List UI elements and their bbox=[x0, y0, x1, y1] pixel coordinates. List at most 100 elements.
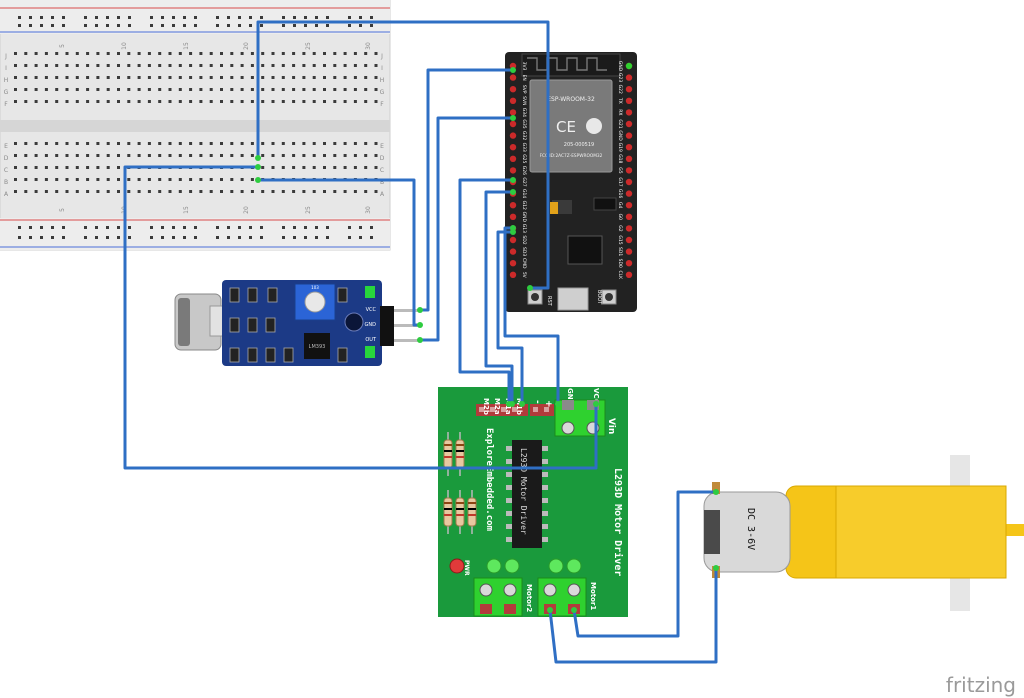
motor2-socket-b[interactable] bbox=[504, 604, 516, 614]
rail-hole[interactable] bbox=[95, 226, 98, 229]
rail-hole[interactable] bbox=[62, 236, 65, 239]
breadboard-hole[interactable] bbox=[178, 178, 182, 181]
rail-hole[interactable] bbox=[326, 16, 329, 19]
breadboard-hole[interactable] bbox=[323, 100, 326, 103]
breadboard-hole[interactable] bbox=[86, 76, 90, 79]
rail-hole[interactable] bbox=[249, 236, 252, 239]
rail-hole[interactable] bbox=[172, 16, 175, 19]
rail-hole[interactable] bbox=[29, 226, 32, 229]
breadboard-hole[interactable] bbox=[261, 52, 265, 55]
breadboard-hole[interactable] bbox=[34, 88, 38, 91]
breadboard-hole[interactable] bbox=[168, 88, 172, 91]
breadboard-hole[interactable] bbox=[230, 178, 234, 181]
breadboard-hole[interactable] bbox=[106, 154, 110, 157]
wire-esp-to-driver-m1b[interactable] bbox=[496, 230, 524, 406]
driver-header-pin[interactable] bbox=[544, 407, 549, 412]
breadboard-hole[interactable] bbox=[86, 166, 90, 169]
breadboard-hole[interactable] bbox=[75, 154, 79, 157]
rail-hole[interactable] bbox=[150, 226, 153, 229]
breadboard-hole[interactable] bbox=[44, 142, 48, 145]
wire-endpoint[interactable] bbox=[417, 322, 423, 328]
breadboard-hole[interactable] bbox=[137, 76, 141, 79]
breadboard-hole[interactable] bbox=[209, 154, 213, 157]
breadboard-hole[interactable] bbox=[199, 88, 203, 91]
breadboard-hole[interactable] bbox=[199, 190, 203, 193]
breadboard-hole[interactable] bbox=[281, 100, 285, 103]
breadboard-hole[interactable] bbox=[240, 154, 244, 157]
rail-hole[interactable] bbox=[282, 24, 285, 27]
rail-hole[interactable] bbox=[172, 24, 175, 27]
driver-header-pin[interactable] bbox=[512, 407, 517, 412]
wire-endpoint[interactable] bbox=[255, 155, 261, 161]
breadboard-hole[interactable] bbox=[312, 64, 316, 67]
breadboard-hole[interactable] bbox=[137, 154, 141, 157]
esp-pin-g21[interactable] bbox=[625, 120, 633, 128]
rail-hole[interactable] bbox=[29, 236, 32, 239]
breadboard-hole[interactable] bbox=[86, 154, 90, 157]
breadboard-hole[interactable] bbox=[158, 64, 162, 67]
esp-pin-g0[interactable] bbox=[625, 213, 633, 220]
breadboard-hole[interactable] bbox=[14, 76, 17, 79]
breadboard-hole[interactable] bbox=[96, 88, 100, 91]
breadboard-hole[interactable] bbox=[168, 100, 172, 103]
wire-endpoint[interactable] bbox=[527, 285, 533, 291]
esp-pin-g25[interactable] bbox=[509, 155, 517, 162]
driver-header-pin[interactable] bbox=[501, 407, 506, 412]
breadboard-hole[interactable] bbox=[75, 142, 79, 145]
breadboard-hole[interactable] bbox=[353, 142, 357, 145]
breadboard-hole[interactable] bbox=[65, 76, 69, 79]
breadboard-hole[interactable] bbox=[343, 190, 347, 193]
breadboard-hole[interactable] bbox=[75, 166, 79, 169]
esp-pin-g19[interactable] bbox=[625, 144, 633, 151]
breadboard-hole[interactable] bbox=[312, 154, 316, 157]
breadboard-hole[interactable] bbox=[34, 178, 38, 181]
breadboard-hole[interactable] bbox=[343, 64, 347, 67]
breadboard-hole[interactable] bbox=[302, 88, 306, 91]
rail-hole[interactable] bbox=[249, 24, 252, 27]
breadboard-hole[interactable] bbox=[55, 154, 59, 157]
rail-hole[interactable] bbox=[117, 226, 120, 229]
breadboard-hole[interactable] bbox=[374, 88, 378, 91]
breadboard-hole[interactable] bbox=[292, 154, 296, 157]
breadboard-hole[interactable] bbox=[312, 88, 316, 91]
rail-hole[interactable] bbox=[293, 24, 296, 27]
esp-pin-g2[interactable] bbox=[625, 225, 633, 232]
breadboard-hole[interactable] bbox=[34, 100, 38, 103]
breadboard-hole[interactable] bbox=[209, 100, 213, 103]
rail-hole[interactable] bbox=[62, 24, 65, 27]
breadboard-hole[interactable] bbox=[178, 88, 182, 91]
breadboard-hole[interactable] bbox=[106, 52, 110, 55]
rail-hole[interactable] bbox=[183, 236, 186, 239]
breadboard-hole[interactable] bbox=[261, 88, 265, 91]
breadboard-hole[interactable] bbox=[230, 100, 234, 103]
breadboard-hole[interactable] bbox=[189, 76, 193, 79]
breadboard-hole[interactable] bbox=[137, 178, 141, 181]
motor1-screw-a[interactable] bbox=[543, 583, 557, 597]
rail-hole[interactable] bbox=[18, 24, 21, 27]
rail-hole[interactable] bbox=[326, 226, 329, 229]
breadboard-hole[interactable] bbox=[14, 190, 17, 193]
esp-pin-en[interactable] bbox=[509, 74, 517, 81]
rail-hole[interactable] bbox=[348, 16, 351, 19]
rail-hole[interactable] bbox=[51, 236, 54, 239]
breadboard-hole[interactable] bbox=[209, 88, 213, 91]
breadboard-hole[interactable] bbox=[333, 64, 337, 67]
wire-motor1-b-to-motor[interactable] bbox=[572, 490, 718, 638]
breadboard-hole[interactable] bbox=[178, 52, 182, 55]
breadboard-hole[interactable] bbox=[353, 64, 357, 67]
breadboard-hole[interactable] bbox=[158, 142, 162, 145]
breadboard-hole[interactable] bbox=[86, 52, 90, 55]
breadboard-hole[interactable] bbox=[302, 100, 306, 103]
rail-hole[interactable] bbox=[161, 16, 164, 19]
breadboard-hole[interactable] bbox=[209, 142, 213, 145]
breadboard-hole[interactable] bbox=[34, 166, 38, 169]
breadboard-hole[interactable] bbox=[323, 76, 326, 79]
breadboard-hole[interactable] bbox=[106, 100, 110, 103]
breadboard-hole[interactable] bbox=[261, 154, 265, 157]
rail-hole[interactable] bbox=[227, 16, 230, 19]
breadboard-hole[interactable] bbox=[271, 154, 275, 157]
breadboard-hole[interactable] bbox=[261, 76, 265, 79]
rail-hole[interactable] bbox=[62, 16, 65, 19]
sensor-pin-gnd[interactable] bbox=[394, 324, 420, 327]
rail-hole[interactable] bbox=[183, 16, 186, 19]
